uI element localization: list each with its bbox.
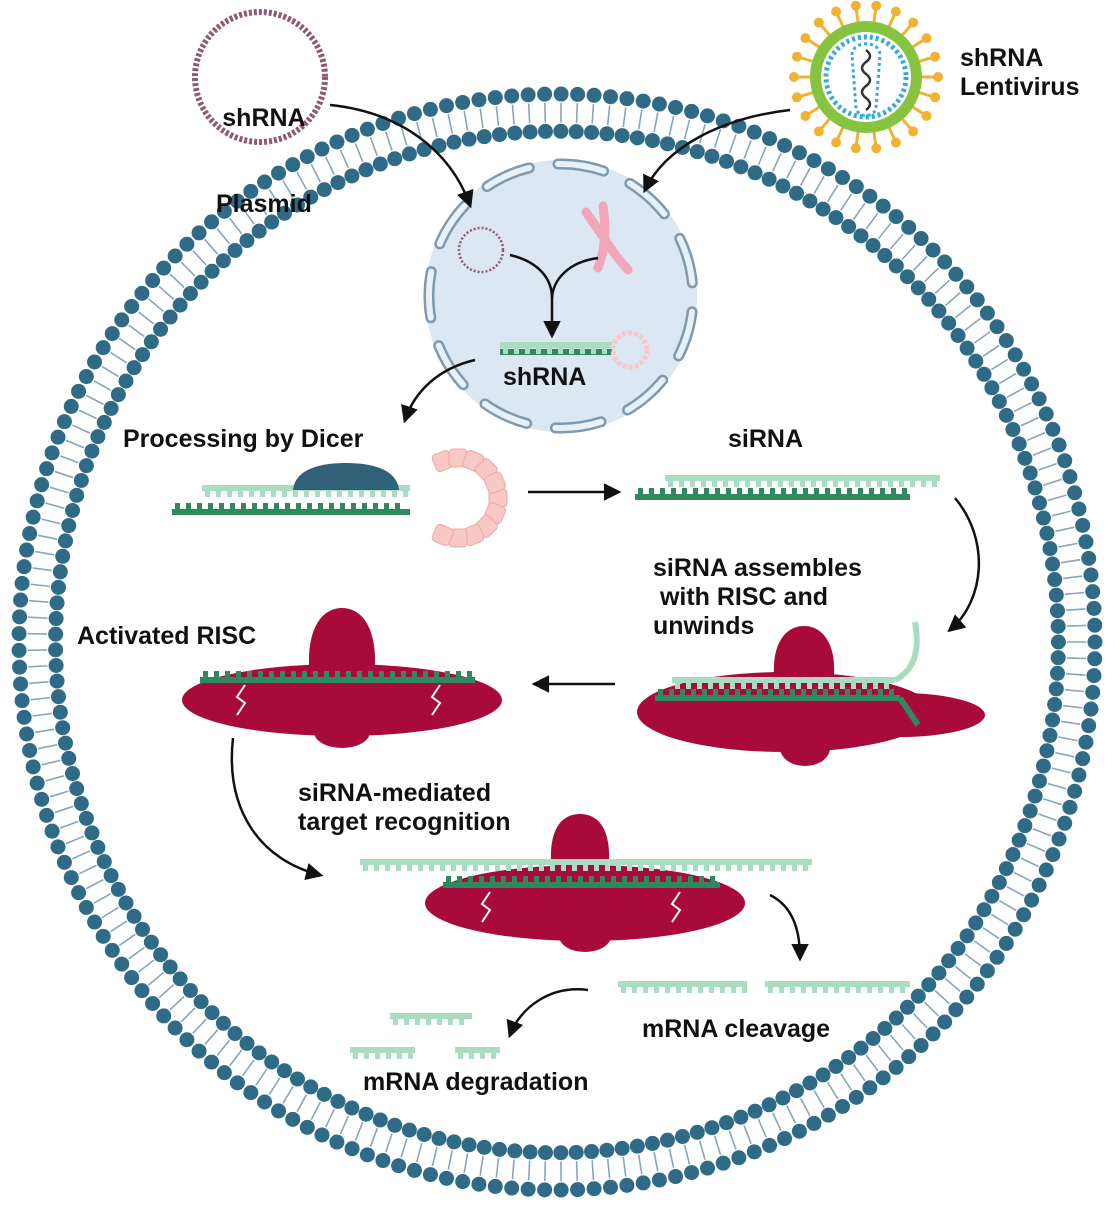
hairpin-loop xyxy=(431,448,508,548)
dicer-processing-graphic xyxy=(172,448,508,548)
membrane-lipid-heads xyxy=(11,86,1103,1198)
arrow-sirna-to-risc xyxy=(947,497,981,633)
nuclear-plasmid-icon xyxy=(457,226,505,274)
mrna-degradation-label: mRNA degradation xyxy=(363,1068,589,1096)
flow-arrows xyxy=(230,103,981,1039)
arrow-lentivirus-to-nucleus xyxy=(643,108,791,194)
mrna-cleavage-label: mRNA cleavage xyxy=(642,1015,831,1043)
sirna-assembles-label: siRNA assembles with RISC and unwinds xyxy=(653,554,862,640)
lentivirus-label-line2: Lentivirus xyxy=(960,72,1080,101)
nuclear-envelope xyxy=(423,158,698,434)
plasmid-label-line2: Plasmid xyxy=(216,189,312,218)
cell-membrane xyxy=(11,86,1103,1198)
arrow-plasmid-to-nucleus xyxy=(329,103,474,209)
cleaved-mrna-fragments xyxy=(618,981,910,993)
lentivirus-label-line1: shRNA xyxy=(960,44,1044,72)
virus-spike-proteins xyxy=(789,0,943,154)
arrow-activated-to-target xyxy=(230,737,324,881)
plasmid-ring-icon xyxy=(192,9,328,145)
arrow-shrna-to-dicer xyxy=(401,358,476,424)
lentivirus-particle-icon xyxy=(789,0,943,154)
plasmid-label-line1: shRNA xyxy=(222,103,306,132)
sirna-label: siRNA xyxy=(728,425,804,453)
shrna-label: shRNA xyxy=(503,363,587,391)
target-recognition-graphic xyxy=(360,814,812,952)
membrane-lipid-tails xyxy=(27,102,1087,1182)
plasmid-label: shRNA Plasmid xyxy=(216,46,312,247)
chromosome-icon xyxy=(581,201,633,275)
arrow-cleavage-to-degradation xyxy=(506,988,589,1039)
sirna-duplex xyxy=(635,475,940,500)
risc-unwinding-graphic xyxy=(637,621,985,766)
target-recognition-label: siRNA-mediated target recognition xyxy=(298,779,511,836)
arrow-target-to-cleavage xyxy=(769,893,809,962)
nuclear-shrna-hairpin xyxy=(500,330,650,370)
processing-by-dicer-label: Processing by Dicer xyxy=(123,425,364,453)
degraded-mrna-fragments xyxy=(350,1013,500,1059)
nucleus xyxy=(423,158,698,434)
dicer-enzyme-icon xyxy=(293,463,399,490)
activated-risc-label: Activated RISC xyxy=(77,622,257,650)
activated-risc-graphic xyxy=(182,608,502,748)
lentivirus-label: shRNA Lentivirus xyxy=(960,44,1079,102)
